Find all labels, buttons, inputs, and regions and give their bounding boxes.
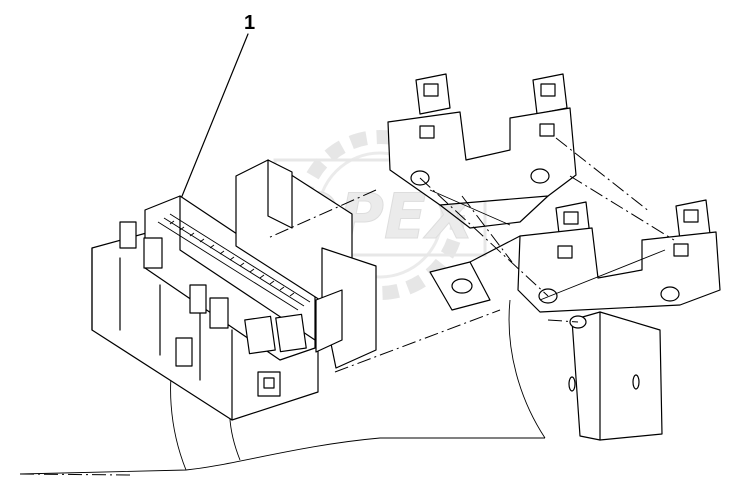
relay-slot-2 [275,313,307,353]
fuse-box-ribs [119,257,233,421]
connector-block-edge [179,195,316,341]
lower-bracket-square-1 [557,245,573,259]
right-latch [315,289,343,353]
clip-2 [143,237,163,269]
upper-bracket-square-1 [419,125,435,139]
lower-bracket [517,199,721,313]
assembly-line-2 [569,175,675,241]
assembly-line-3 [419,177,549,297]
bottom-dash-line [19,473,131,476]
callout-leader-line [177,33,249,207]
vertical-bracket [568,311,663,441]
callout-label-1: 1 [244,12,256,34]
upper-bracket-tab-right-hole [540,83,556,97]
lower-bracket-tab-left-hole [563,211,579,225]
center-dash-line [334,309,501,373]
right-arc-curve [508,299,546,439]
assembly-line-6 [547,319,579,323]
assembly-line-1 [555,137,651,213]
clip-4 [209,297,229,329]
connector-pins [169,220,295,297]
upper-bracket-plate [387,107,577,206]
fuse-box [91,159,377,421]
rear-housing-side [267,159,293,229]
lower-bracket-diagonal [539,249,666,301]
assembly-line-4 [461,195,513,263]
relay-slot-1 [244,315,276,355]
bottom-baseline-curve [19,437,545,475]
mounting-strap-arm [469,235,521,263]
upper-bracket-lip [439,195,549,229]
mounting-strap [429,235,521,311]
clip-1 [119,221,137,249]
upper-bracket-hole-2 [530,168,550,184]
upper-bracket-square-2 [539,123,555,137]
mounting-strap-hole [451,278,473,294]
upper-bracket [387,73,577,229]
lower-bracket-square-2 [673,243,689,257]
connector-pin-rows [157,213,311,311]
vertical-bracket-slot-2 [632,374,640,390]
assembly-line-5 [267,189,377,239]
clip-6-hole [263,377,275,389]
clip-3 [189,284,207,314]
upper-bracket-diagonal [429,189,511,226]
lower-bracket-tab-right-hole [683,209,699,223]
vertical-bracket-body [571,311,663,441]
assembly-lines [267,137,675,323]
lower-bracket-hole-2 [660,286,680,302]
upper-bracket-tab-left-hole [423,83,439,97]
clip-5 [175,337,193,367]
vertical-bracket-slot-1 [568,376,576,392]
